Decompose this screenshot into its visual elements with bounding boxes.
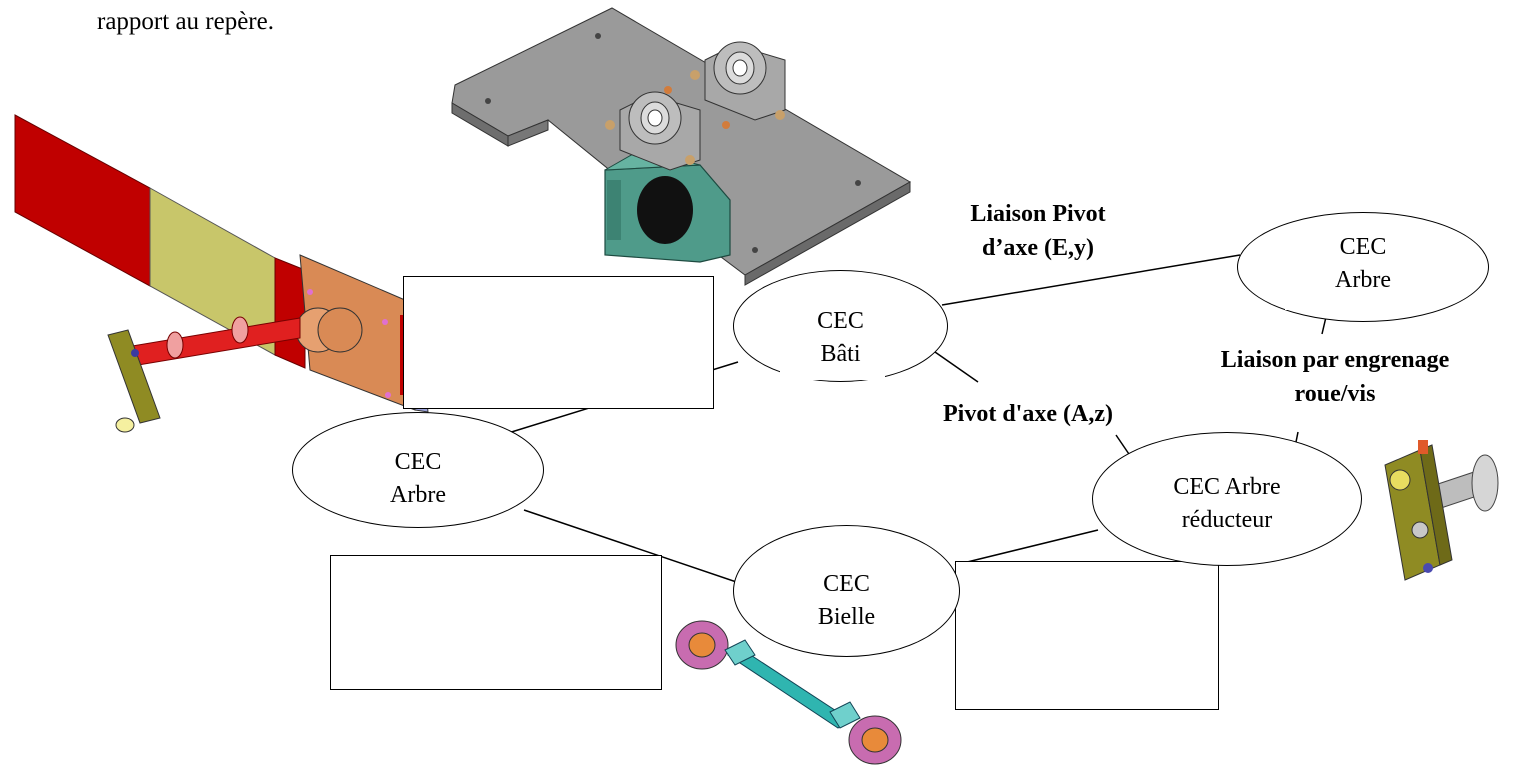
edge-bielle-reducteur xyxy=(954,529,1099,566)
node-cec-arbre-reducteur: CEC Arbre réducteur xyxy=(1092,432,1362,566)
node-cec-arbre-left: CEC Arbre xyxy=(292,412,544,528)
label-line: Pivot d'axe (A,z) xyxy=(943,401,1113,427)
node-line: Bielle xyxy=(817,604,876,630)
label-line: d’axe (E,y) xyxy=(982,235,1094,261)
edge-bati-pivot-label xyxy=(934,351,979,383)
node-line: Arbre xyxy=(390,482,446,508)
blank-box-top xyxy=(403,276,714,409)
label-pivot-a: Pivot d'axe (A,z) xyxy=(908,397,1148,431)
clip-mask xyxy=(1285,294,1390,310)
clip-mask xyxy=(790,630,890,646)
bati-plate-render xyxy=(451,7,912,286)
blank-box-bottom-left xyxy=(330,555,662,690)
label-line: roue/vis xyxy=(1294,381,1376,407)
barrier-arm-render xyxy=(14,114,429,433)
intro-text: rapport au repère. xyxy=(97,8,274,35)
node-line: CEC xyxy=(817,308,864,334)
edge-arbre-right-engrenage xyxy=(1321,316,1327,335)
node-line: Arbre xyxy=(1335,267,1391,293)
node-line: CEC Arbre xyxy=(1173,474,1281,500)
clip-mask xyxy=(780,363,885,380)
blank-box-bottom-right xyxy=(955,561,1219,710)
node-line: réducteur xyxy=(1181,507,1273,533)
label-liaison-pivot-e: Liaison Pivot d’axe (E,y) xyxy=(952,197,1124,265)
label-liaison-engrenage: Liaison par engrenage roue/vis xyxy=(1194,343,1476,411)
label-line: Liaison par engrenage xyxy=(1220,347,1450,373)
label-line: Liaison Pivot xyxy=(970,201,1106,227)
edge-arbre-left-bielle xyxy=(523,509,761,591)
node-line: CEC xyxy=(1339,234,1387,260)
node-line: CEC xyxy=(823,571,870,597)
node-line: Bâti xyxy=(820,341,861,367)
connecting-rod-render xyxy=(675,620,902,765)
crank-shaft-render xyxy=(1384,440,1499,581)
edge-bati-arbre-right xyxy=(941,254,1241,306)
node-line: CEC xyxy=(394,449,442,475)
